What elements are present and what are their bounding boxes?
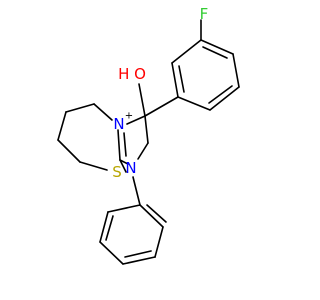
bond-ch2-n bbox=[137, 142, 149, 160]
ring-nitrogen-charge-label: + bbox=[125, 111, 133, 122]
fluorine-atom-label: F bbox=[200, 5, 209, 23]
hydroxyl-atom-label: H O bbox=[118, 65, 146, 83]
bond-ar1 bbox=[171, 62, 179, 98]
ring-nitrogen-atom-label: N bbox=[113, 115, 124, 133]
bond-c-n-plus-outer bbox=[117, 129, 121, 161]
sulfur-atom-label: S bbox=[112, 163, 122, 181]
bond-ar3-inner bbox=[202, 46, 228, 59]
bond-ph3 bbox=[122, 256, 156, 265]
bond-s-c bbox=[119, 159, 127, 173]
bond-ar5 bbox=[209, 86, 240, 111]
bond-ar5-inner bbox=[208, 85, 233, 104]
bond-c-n-plus-inner bbox=[123, 132, 127, 157]
bond-ph4 bbox=[99, 241, 124, 265]
bond-n-phenyl bbox=[132, 176, 141, 206]
bond-ph3-inner bbox=[124, 250, 152, 258]
molecule-structure: F H O N + N S bbox=[57, 5, 240, 265]
bond-ph1 bbox=[139, 204, 164, 228]
imidazoline-ring-bonds bbox=[117, 115, 149, 165]
bond-ph6 bbox=[107, 204, 141, 213]
bond-ar1-inner bbox=[178, 65, 185, 93]
bond-ar4 bbox=[232, 53, 240, 88]
thiazine-ring-bonds bbox=[57, 103, 127, 173]
bond-n-plus-cq bbox=[126, 115, 146, 125]
bond-n-c bbox=[119, 159, 129, 165]
bond-cq-ch2 bbox=[144, 115, 149, 144]
bond-ar3 bbox=[200, 39, 234, 55]
bond-ch2-ch2-a bbox=[65, 103, 95, 113]
bond-ch2-s bbox=[79, 161, 108, 171]
bond-ph5-inner bbox=[105, 215, 114, 241]
fluorophenyl-ring-bonds bbox=[144, 19, 240, 117]
bond-ph2 bbox=[154, 226, 164, 258]
bond-n-ch2 bbox=[93, 103, 113, 121]
bond-ar2 bbox=[171, 39, 202, 64]
bond-cq-aryl bbox=[144, 96, 179, 117]
bond-ch2-ch2-c bbox=[57, 139, 81, 163]
bond-ph5 bbox=[99, 211, 109, 243]
bond-c-oh bbox=[138, 83, 146, 117]
bond-ar6 bbox=[177, 96, 211, 111]
bond-ph1-inner bbox=[146, 204, 167, 223]
bond-ch2-ch2-b bbox=[57, 111, 67, 141]
phenyl-ring-bonds bbox=[99, 176, 167, 265]
amine-nitrogen-atom-label: N bbox=[125, 159, 136, 177]
